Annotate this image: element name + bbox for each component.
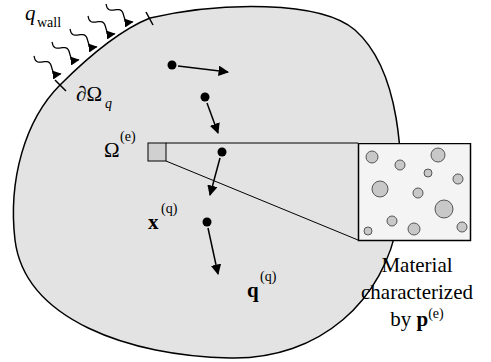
point-superscript: (q) <box>161 202 177 216</box>
inclusion-circle <box>457 222 467 232</box>
microstructure <box>351 143 483 242</box>
flux-subscript: wall <box>37 16 61 30</box>
flux-symbol: q <box>25 3 36 24</box>
quadrature-point <box>218 148 227 157</box>
boundary-tick <box>146 12 153 25</box>
zoom-line <box>166 161 358 240</box>
inclusion-circle <box>366 151 378 163</box>
element-symbol: Ω <box>104 140 120 161</box>
element-square <box>148 143 166 161</box>
flux-arrow <box>178 66 228 72</box>
node-caption: Material characterized by p(e) <box>351 252 483 333</box>
inclusion-circle <box>435 200 453 218</box>
inclusion-circle <box>387 216 397 226</box>
wavy-arrow <box>88 16 115 34</box>
quadrature-point <box>203 218 212 227</box>
parameter-superscript: (e) <box>428 306 444 321</box>
wavy-arrow <box>52 42 79 60</box>
heat-flux-arrows <box>34 4 133 74</box>
flux-vector-superscript: (q) <box>260 270 276 284</box>
boundary-tick <box>55 80 66 91</box>
inclusion-circle <box>424 169 432 177</box>
wavy-arrow <box>34 56 61 74</box>
inclusion-circle <box>395 160 405 170</box>
zoom-box-border <box>359 144 471 241</box>
flux-arrow <box>210 158 220 195</box>
wavy-arrow <box>70 29 97 47</box>
flux-arrow <box>208 228 218 274</box>
element-superscript: (e) <box>120 130 136 144</box>
domain-outline <box>13 7 400 359</box>
particle-paths <box>168 61 229 275</box>
material-zoom-box: Material characterized by p(e) <box>351 143 483 333</box>
inclusion-circle <box>372 181 388 197</box>
inclusion-circle <box>453 174 463 184</box>
quadrature-point <box>201 93 210 102</box>
inclusion-circle <box>413 188 423 198</box>
quadrature-point <box>168 61 177 70</box>
inclusion-circle <box>364 227 372 235</box>
point-symbol: x <box>148 212 159 233</box>
parameter-symbol: p <box>417 307 429 331</box>
inclusion-circle <box>431 148 445 162</box>
flux-arrow <box>207 103 218 133</box>
boundary-symbol: ∂Ω <box>76 84 102 105</box>
wavy-arrow <box>106 4 133 22</box>
zoom-line <box>166 143 358 144</box>
inclusion-circle <box>408 223 420 235</box>
flux-vector-symbol: q <box>247 280 259 301</box>
boundary-subscript: q <box>105 97 112 111</box>
